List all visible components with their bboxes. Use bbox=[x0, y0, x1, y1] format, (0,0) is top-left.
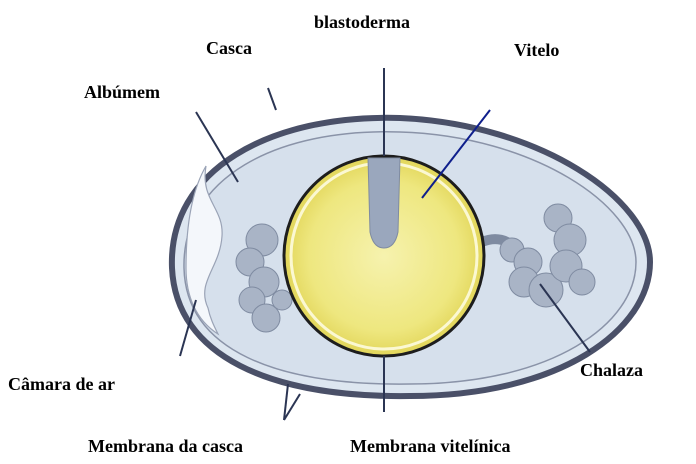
label-blastoderm: blastoderma bbox=[314, 12, 410, 32]
label-albumen: Albúmem bbox=[84, 82, 160, 102]
label-vitelline-membrane: Membrana vitelínica bbox=[350, 436, 510, 456]
label-yolk: Vitelo bbox=[514, 40, 559, 60]
egg bbox=[172, 118, 650, 396]
blastoderm bbox=[368, 158, 400, 248]
leader-shell bbox=[268, 88, 276, 110]
label-chalaza: Chalaza bbox=[580, 360, 643, 380]
label-air-cell: Câmara de ar bbox=[8, 374, 115, 394]
label-shell: Casca bbox=[206, 38, 252, 58]
label-shell-membrane: Membrana da casca bbox=[88, 436, 243, 456]
